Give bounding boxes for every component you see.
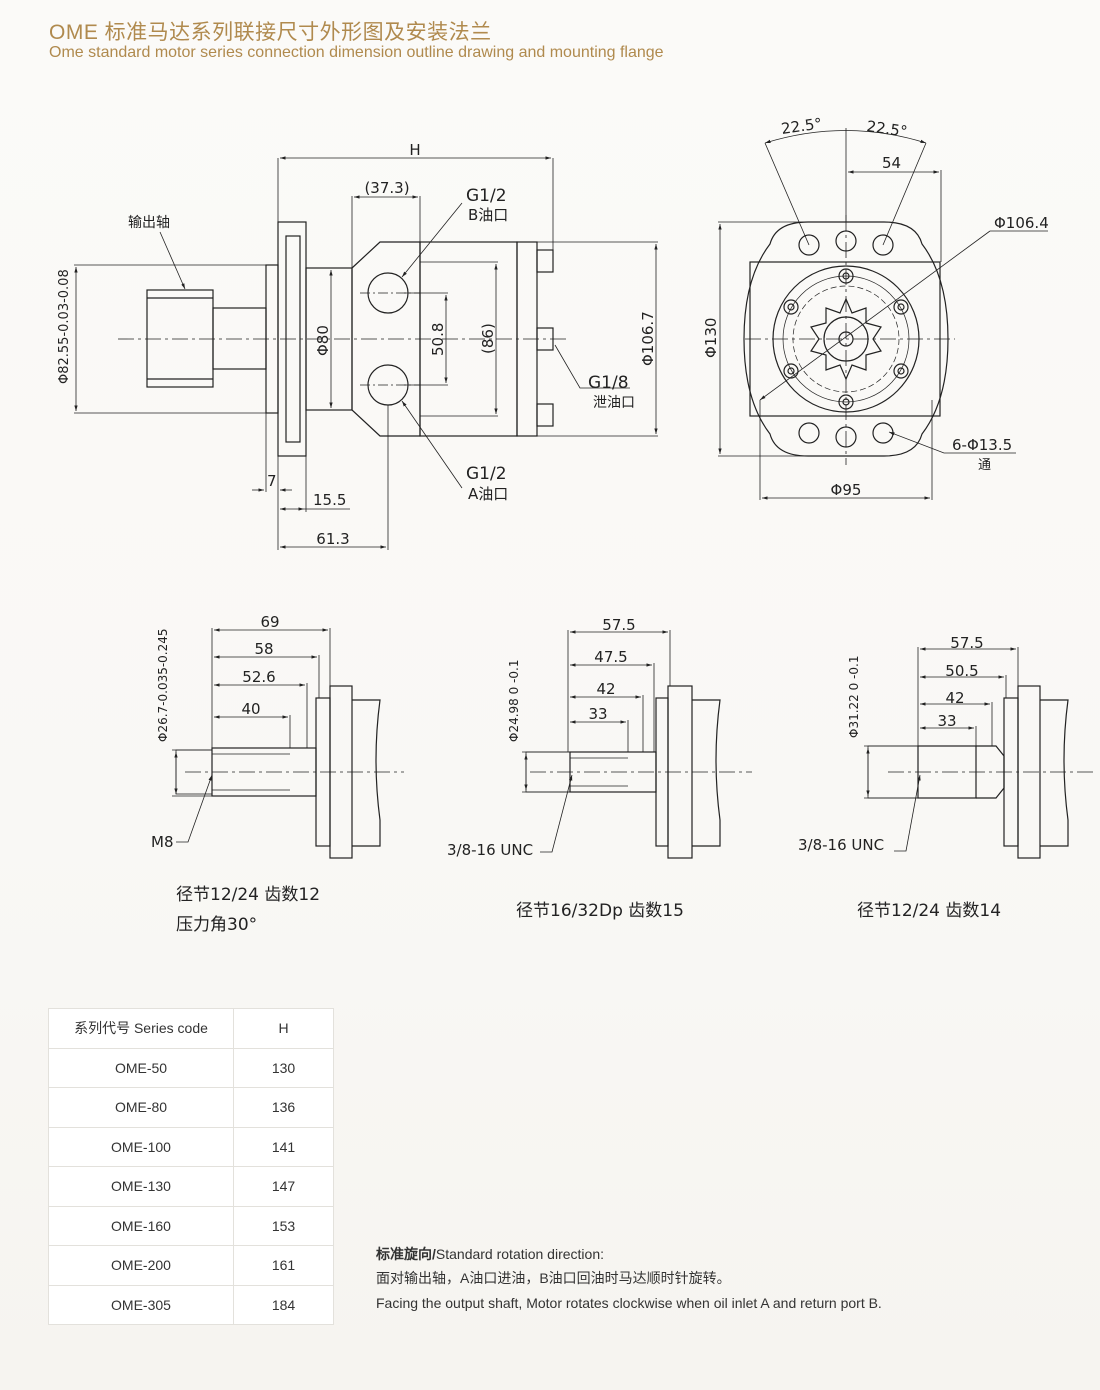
- shaft-option-3: [867, 685, 1096, 859]
- table-header-series: 系列代号 Series code: [48, 1008, 234, 1049]
- table-cell-code: OME-100: [48, 1126, 234, 1167]
- drain-thread-label: G1/8: [588, 373, 629, 393]
- dim-86-label: (86): [479, 323, 497, 354]
- page-title: OME 标准马达系列联接尺寸外形图及安装法兰: [49, 21, 492, 44]
- shaft-option-2: [525, 685, 752, 859]
- shaft-2-dim-a: 57.5: [602, 616, 635, 634]
- shaft-1-spec-1: 径节12/24 齿数12: [176, 885, 320, 905]
- shaft-3-dia: Φ31.22 0 -0.1: [847, 656, 861, 738]
- shaft-2-dim-c: 42: [596, 680, 615, 698]
- shaft-option-1: [175, 685, 404, 859]
- side-view-dimensions: [74, 156, 658, 550]
- port-a-name-label: A油口: [468, 485, 508, 503]
- shaft-1-thread: M8: [151, 833, 174, 851]
- dim-106-7-label: Φ106.7: [639, 311, 657, 366]
- rotation-note-cn: 面对输出轴，A油口进油，B油口回油时马达顺时针旋转。: [376, 1270, 731, 1286]
- table-cell-h: 161: [233, 1245, 334, 1286]
- dim-15-5-label: 15.5: [313, 491, 346, 509]
- table-cell-h: 184: [233, 1284, 334, 1325]
- shaft-2-dim-d: 33: [588, 705, 607, 723]
- table-cell-h: 153: [233, 1205, 334, 1246]
- dim-37-3-label: (37.3): [364, 179, 409, 197]
- table-header-h: H: [233, 1008, 334, 1049]
- dim-h-label: H: [409, 141, 420, 159]
- shaft-1-dim-a: 69: [260, 613, 279, 631]
- shaft-1-dim-b: 58: [254, 640, 273, 658]
- table-cell-h: 136: [233, 1087, 334, 1128]
- holes-note-label: 通: [978, 458, 991, 473]
- shaft-1-spec-2: 压力角30°: [176, 915, 257, 935]
- dim-106-4-label: Φ106.4: [994, 214, 1049, 232]
- rotation-note-heading: 标准旋向/Standard rotation direction:: [376, 1244, 604, 1264]
- shaft-2-dia: Φ24.98 0 -0.1: [507, 660, 521, 742]
- table-header-row: 系列代号 Series code H: [48, 1008, 334, 1049]
- table-cell-code: OME-160: [48, 1205, 234, 1246]
- port-b-name-label: B油口: [468, 206, 508, 224]
- rotation-note-label-en: Standard rotation direction:: [435, 1246, 604, 1262]
- shaft-3-dim-b: 50.5: [945, 662, 978, 680]
- shaft-2-spec-1: 径节16/32Dp 齿数15: [516, 901, 684, 921]
- dim-54-label: 54: [882, 154, 901, 172]
- shaft-3-thread: 3/8-16 UNC: [798, 836, 884, 854]
- motor-side-view: [118, 221, 570, 457]
- page-subtitle: Ome standard motor series connection dim…: [49, 44, 664, 61]
- dim-shaft-dia-label: Φ82.55-0.03-0.08: [57, 269, 72, 384]
- port-a-thread-label: G1/2: [466, 464, 507, 484]
- rotation-note-en: Facing the output shaft, Motor rotates c…: [376, 1295, 882, 1311]
- shaft-3-dimensions: [864, 647, 1019, 852]
- shaft-3-spec-1: 径节12/24 齿数14: [857, 901, 1001, 921]
- holes-label: 6-Φ13.5: [952, 436, 1012, 454]
- table-cell-code: OME-130: [48, 1166, 234, 1207]
- table-cell-code: OME-80: [48, 1087, 234, 1128]
- shaft-3-dim-d: 33: [937, 712, 956, 730]
- table-cell-code: OME-50: [48, 1047, 234, 1088]
- dim-80-label: Φ80: [314, 325, 332, 356]
- output-shaft-label: 输出轴: [128, 215, 170, 231]
- shaft-2-labels: 57.5 47.5 42 33 Φ24.98 0 -0.1 3/8-16 UNC…: [447, 616, 684, 921]
- table-cell-code: OME-305: [48, 1284, 234, 1325]
- shaft-1-labels: 69 58 52.6 40 Φ26.7-0.035-0.245 M8 径节12/…: [151, 613, 320, 935]
- front-view-dimensions: [718, 128, 1048, 500]
- shaft-2-dim-b: 47.5: [594, 648, 627, 666]
- table-cell-code: OME-200: [48, 1245, 234, 1286]
- table-cell-h: 130: [233, 1047, 334, 1088]
- shaft-1-dim-d: 40: [241, 700, 260, 718]
- shaft-3-dim-a: 57.5: [950, 634, 983, 652]
- rotation-note-label-cn: 标准旋向/: [376, 1246, 436, 1262]
- shaft-2-thread: 3/8-16 UNC: [447, 841, 533, 859]
- angle-right-label: 22.5°: [865, 117, 908, 141]
- shaft-1-dim-c: 52.6: [242, 668, 275, 686]
- angle-left-label: 22.5°: [780, 114, 823, 138]
- dim-7-label: 7: [267, 472, 277, 490]
- dim-61-3-label: 61.3: [316, 530, 349, 548]
- dim-50-8-label: 50.8: [429, 323, 447, 356]
- shaft-1-dia: Φ26.7-0.035-0.245: [156, 628, 170, 742]
- technical-drawing: H (37.3) G1/2 B油口 输出轴 Φ82.55-0.03-0.08 Φ…: [57, 114, 1096, 935]
- front-view-labels: 22.5° 22.5° 54 Φ106.4 Φ130 6-Φ13.5 通 Φ95: [702, 114, 1049, 499]
- shaft-1-dimensions: [172, 628, 331, 843]
- motor-front-view: [743, 215, 955, 465]
- drain-name-label: 泄油口: [593, 395, 635, 411]
- shaft-3-dim-c: 42: [945, 689, 964, 707]
- port-b-thread-label: G1/2: [466, 186, 507, 206]
- table-cell-h: 141: [233, 1126, 334, 1167]
- dim-130-label: Φ130: [702, 318, 720, 358]
- dim-95-label: Φ95: [831, 481, 862, 499]
- shaft-2-dimensions: [522, 630, 671, 853]
- shaft-3-labels: 57.5 50.5 42 33 Φ31.22 0 -0.1 3/8-16 UNC…: [798, 634, 1001, 921]
- side-view-labels: H (37.3) G1/2 B油口 输出轴 Φ82.55-0.03-0.08 Φ…: [57, 141, 657, 548]
- table-cell-h: 147: [233, 1166, 334, 1207]
